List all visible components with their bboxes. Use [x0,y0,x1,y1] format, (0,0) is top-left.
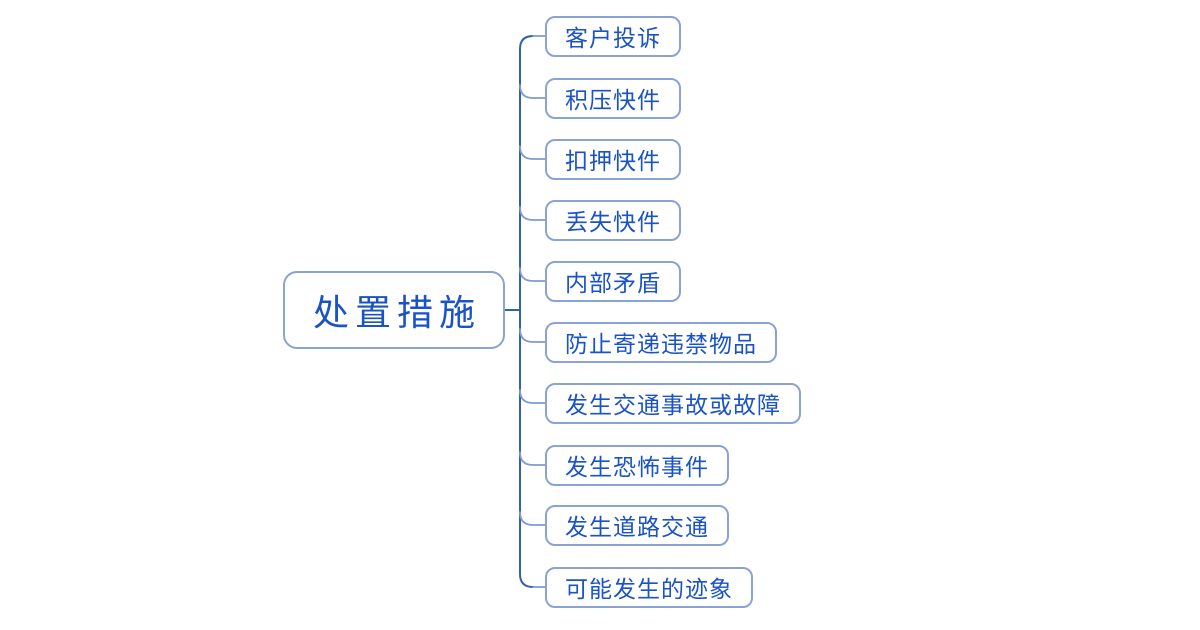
mindmap-child-label: 防止寄递违禁物品 [565,332,757,358]
mindmap-child-label: 客户投诉 [565,26,661,52]
mindmap-child-node[interactable]: 发生道路交通 [545,504,729,546]
branch-connector [519,206,546,221]
mindmap-child-node[interactable]: 扣押快件 [545,138,681,180]
mindmap-child-node[interactable]: 发生恐怖事件 [545,444,729,486]
mindmap-child-label: 内部矛盾 [565,271,661,297]
mindmap-child-label: 扣押快件 [565,149,661,175]
branch-connector [519,328,546,343]
mindmap-child-label: 发生恐怖事件 [565,455,709,481]
mindmap-child-node[interactable]: 发生交通事故或故障 [545,382,801,424]
branch-connector [519,84,546,99]
branch-connector [519,145,546,160]
mindmap-child-node[interactable]: 积压快件 [545,77,681,119]
mindmap-root-node[interactable]: 处置措施 [283,271,505,349]
mindmap-child-label: 发生交通事故或故障 [565,393,781,419]
mindmap-root-label: 处置措施 [312,293,481,334]
branch-connector [519,451,546,466]
mindmap-child-label: 发生道路交通 [565,515,709,541]
trunk-line [519,35,534,588]
branch-connector [519,389,546,404]
branch-connector [519,267,546,282]
mindmap-child-label: 丢失快件 [565,210,661,236]
mindmap-child-node[interactable]: 可能发生的迹象 [545,566,753,608]
mindmap-child-node[interactable]: 内部矛盾 [545,260,681,302]
mindmap-child-node[interactable]: 防止寄递违禁物品 [545,321,777,363]
mindmap-child-node[interactable]: 客户投诉 [545,15,681,57]
mindmap-child-node[interactable]: 丢失快件 [545,199,681,241]
mindmap-child-label: 积压快件 [565,88,661,114]
branch-connector [519,511,546,526]
mindmap-child-label: 可能发生的迹象 [565,577,733,603]
